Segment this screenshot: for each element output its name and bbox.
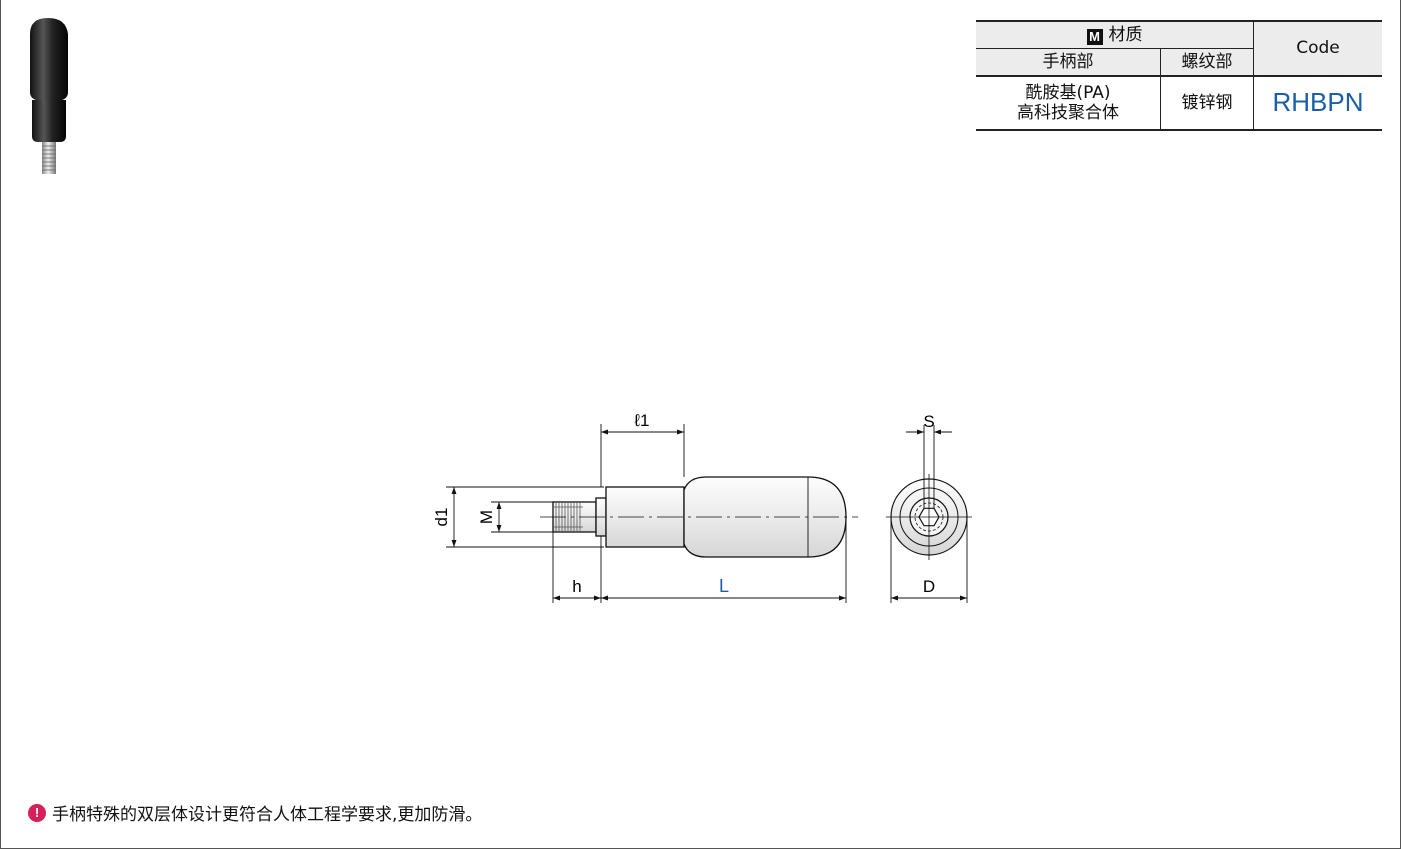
dim-label-m: M [477,510,496,524]
code-header: Code [1253,20,1382,77]
end-view [886,474,972,560]
product-photo [30,18,68,174]
dim-label-l1: ℓ1 [634,411,650,430]
handle-material: 酰胺基(PA) 高科技聚合体 [976,76,1161,131]
handle-material-line2: 高科技聚合体 [1017,103,1119,123]
dimension-d1 [446,486,604,548]
thread-header: 螺纹部 [1160,47,1254,77]
material-header-cell: M 材质 [976,20,1254,48]
material-table: M 材质 Code 手柄部 螺纹部 酰胺基(PA) 高科技聚合体 镀锌钢 RHBP… [976,20,1382,131]
feature-note: ! 手柄特殊的双层体设计更符合人体工程学要求,更加防滑。 [28,800,482,825]
dimension-h-l [552,520,847,603]
dim-label-s: S [923,412,934,431]
dim-label-L: L [719,576,729,596]
material-header: 材质 [1108,24,1143,45]
dim-label-d: D [923,577,935,596]
handle-header: 手柄部 [976,47,1161,77]
dimension-d [890,517,968,603]
exclamation-icon: ! [28,803,46,822]
code-value: RHBPN [1253,76,1382,131]
thread-material: 镀锌钢 [1160,76,1254,131]
feature-note-text: 手柄特殊的双层体设计更符合人体工程学要求,更加防滑。 [52,805,483,825]
material-badge-icon: M [1086,28,1103,45]
dim-label-d1: d1 [432,508,451,527]
handle-material-line1: 酰胺基(PA) [1025,82,1111,103]
dimension-l1 [600,424,685,487]
dimension-m [491,501,553,533]
dim-label-h: h [572,577,581,596]
dimension-s [906,425,952,508]
